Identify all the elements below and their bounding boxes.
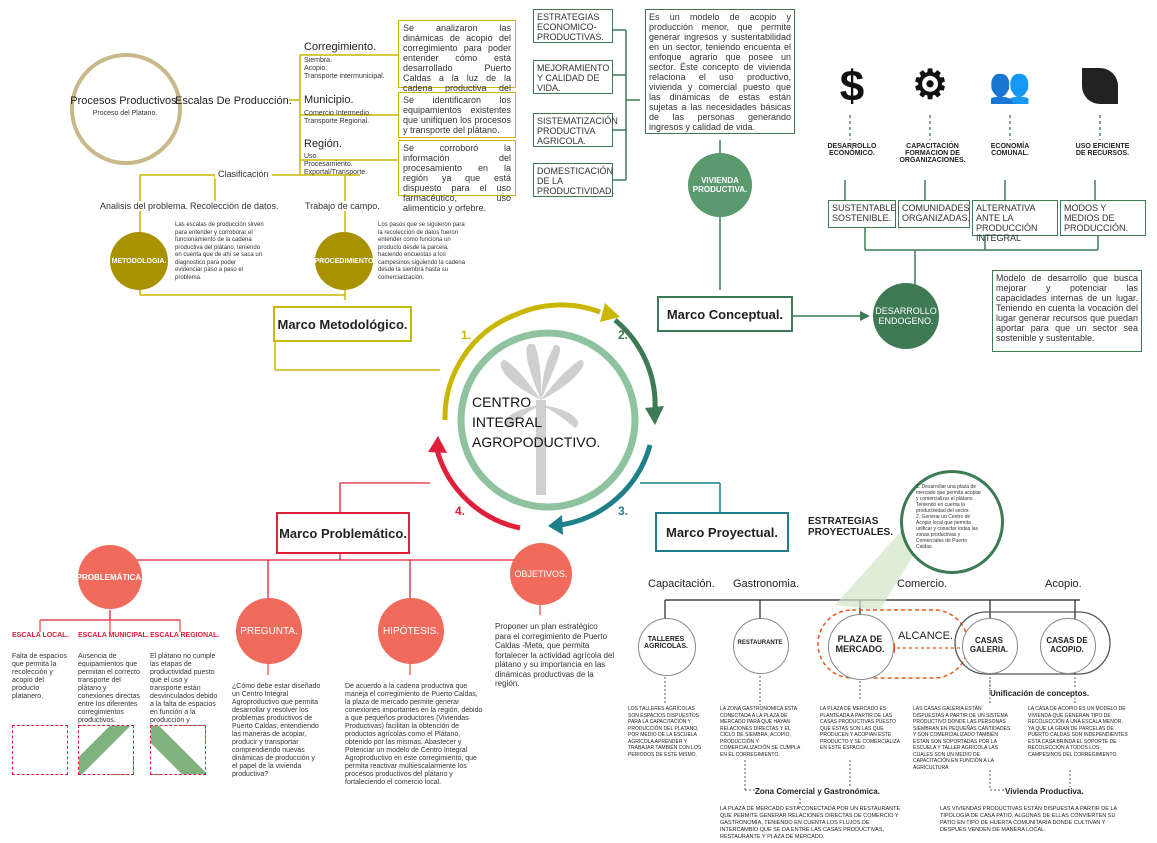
cat-comercio: Comercio. <box>897 578 948 590</box>
escalas-title: Escalas De Producción. <box>175 95 292 107</box>
vivienda-desc: Es un modelo de acopio y producción meno… <box>645 9 795 134</box>
hipotesis-desc: De acuerdo a la cadena productiva que ma… <box>345 683 483 786</box>
escala-regional: ESCALA REGIONAL. <box>150 632 220 639</box>
people-icon: 👥 <box>988 67 1032 105</box>
regional-map-image <box>150 725 206 775</box>
cycle-number-3: 3. <box>618 504 629 518</box>
vivienda-productiva-label: Vivienda Productiva. <box>1005 787 1084 796</box>
center-title-line1: CENTRO <box>472 394 532 410</box>
node-restaurante: RESTAURANTE <box>737 640 783 646</box>
escala-local-desc: Falta de espacios que permita la recolec… <box>12 653 67 700</box>
region-desc: Se corroboró la información del procesam… <box>398 140 516 213</box>
zona-label: Zona Comercial y Gastronómica. <box>755 787 880 796</box>
unificacion-label: Unificación de conceptos. <box>990 689 1090 698</box>
municipio-items: Comercio Intermedio. Transporte Regional… <box>304 110 371 125</box>
objetivos-desc: Proponer un plan estratégico para el cor… <box>495 622 615 688</box>
marco-problematico[interactable]: Marco Problemático. <box>276 512 410 554</box>
marco-metodologico[interactable]: Marco Metodológico. <box>273 306 412 342</box>
cat-gastronomia: Gastronomia. <box>733 578 800 590</box>
metodologia-circle: METODOLOGIA. <box>110 232 168 290</box>
icon-label-4: USO EFICIENTE DE RECURSOS. <box>1075 143 1130 157</box>
node-talleres: TALLERES AGRÍCOLAS. <box>644 636 688 650</box>
escala-municipal-desc: Ausencia de equipamientos que permitan e… <box>78 653 140 724</box>
municipal-map-image <box>78 725 134 775</box>
gears-icon: ⚙ <box>912 63 948 107</box>
cycle-number-1: 1. <box>461 328 472 342</box>
strategy-bubble-text: 1. Desarrollar una plaza de mercado que … <box>916 484 982 550</box>
node-plaza: PLAZA DE MERCADO. <box>835 634 885 654</box>
endogeno-circle: DESARROLLO ENDOGENO. <box>873 283 939 349</box>
procedimiento-desc: Los pasos que se siguieron para la recol… <box>378 222 466 281</box>
escala-local: ESCALA LOCAL. <box>12 632 69 639</box>
cat-capacitacion: Capacitación. <box>648 578 715 590</box>
alcance-label: ALCANCE. <box>898 630 954 642</box>
cat-acopio: Acopio. <box>1045 578 1082 590</box>
marco-proyectual[interactable]: Marco Proyectual. <box>655 512 789 552</box>
hipotesis-circle: HIPÓTESIS. <box>378 598 444 664</box>
estrategias-proyectuales: ESTRATEGIAS PROYECTUALES. <box>808 516 894 538</box>
estrategia-mejoramiento: MEJORAMIENTO Y CALIDAD DE VIDA. <box>533 60 613 94</box>
corregimiento-title: Corregimiento. <box>304 41 377 53</box>
node-desc-plaza: LA PLAZA DE MERCADO ES PLANTEADA A PARTI… <box>820 706 900 751</box>
strategy-bubble <box>900 470 1004 574</box>
metodologia-desc: Las escalas de producción sirven para en… <box>175 222 264 281</box>
endogeno-desc: Modelo de desarrollo que busca mejorar y… <box>992 270 1142 352</box>
node-desc-galeria: LAS CASAS GALERIA ESTÁN DISPUESTAS A PAR… <box>913 706 1011 771</box>
node-galeria: CASAS GALERIA. <box>969 636 1009 654</box>
center-title-line2: INTEGRAL <box>472 414 543 430</box>
municipio-desc: Se identificaron los equipamientos exist… <box>398 92 516 138</box>
cycle-number-2: 2. <box>618 328 629 342</box>
node-talleres-circle <box>638 618 696 676</box>
icon-label-2: CAPACITACIÓN FORMACION DE ORGANIZACIONES… <box>899 143 966 164</box>
municipio-title: Municipio. <box>304 94 354 106</box>
clasificacion-label: Clasificación <box>215 169 272 179</box>
node-desc-acopio: LA CASA DE ACOPIO ES UN MODELO DE VIVIEN… <box>1028 706 1128 758</box>
node-galeria-circle <box>962 618 1018 674</box>
estrategia-economico: ESTRATEGIAS ECONOMICO-PRODUCTIVAS. <box>533 9 613 43</box>
vivienda-circle: VIVIENDA PRODUCTIVA. <box>688 153 752 217</box>
zona-desc: LA PLAZA DE MERCADO ESTÁ CONECTADA POR U… <box>720 806 901 840</box>
icon-label-1: DESARROLLO ECONÓMICO. <box>827 143 877 157</box>
node-plaza-circle <box>828 614 894 680</box>
procesos-title: Procesos Productivos. <box>70 95 180 107</box>
node-desc-restaurante: LA ZONA GASTRONOMICA ESTA CONECTADA A LA… <box>720 706 801 758</box>
objetivos-circle: OBJETIVOS. <box>510 543 572 605</box>
comunidades-box: COMUNIDADES ORGANIZADAS. <box>898 200 970 228</box>
procedimiento-circle: PROCEDIMIENTO <box>315 232 374 290</box>
alternativa-box: ALTERNATIVA ANTE LA PRODUCCIÓN INTEGRAL <box>972 200 1058 243</box>
leaf-icon <box>1082 68 1118 104</box>
recoleccion-label: Recolección de datos. <box>190 201 279 211</box>
sustentable-box: SUSTENTABLE SOSTENIBLE. <box>828 200 896 228</box>
procesos-circle <box>70 53 182 165</box>
palm-tree-silhouette <box>500 343 584 495</box>
modos-box: MODOS Y MEDIOS DE PRODUCCIÓN. <box>1060 200 1146 236</box>
pregunta-circle: PREGUNTA. <box>236 598 302 664</box>
node-acopio: CASAS DE ACOPIO. <box>1046 636 1088 654</box>
node-acopio-circle <box>1040 618 1096 674</box>
problematica-circle: PROBLEMÁTICA. <box>77 545 143 609</box>
node-restaurante-circle <box>733 618 789 674</box>
estrategia-sistematizacion: SISTEMATIZACIÓN PRODUCTIVA AGRICOLA. <box>533 113 618 147</box>
vivienda-productiva-desc: LAS VIVIENDAS PRODUCTIVAS ESTÁN DISPUEST… <box>940 806 1117 833</box>
pregunta-desc: ¿Cómo debe estar diseñado un Centro Inte… <box>232 683 321 778</box>
corregimiento-items: Siembra. Acopio. Transporte intermunicip… <box>304 57 385 80</box>
marco-conceptual[interactable]: Marco Conceptual. <box>657 296 793 332</box>
center-title: CENTRO INTEGRAL AGROPODUCTIVO. <box>472 392 600 452</box>
trabajo-label: Trabajo de campo. <box>305 201 380 211</box>
estrategia-domesticacion: DOMESTICACIÓN DE LA PRODUCTIVIDAD. <box>533 163 614 197</box>
node-desc-talleres: LOS TALLERES AGRÍCOLAS SON ESPACIOS DISP… <box>628 706 702 758</box>
dollar-icon: $ <box>839 62 865 111</box>
escala-municipal: ESCALA MUNICIPAL. <box>78 632 149 639</box>
corregimiento-desc: Se analizaron las dinámicas de acopio de… <box>398 20 516 103</box>
analisis-label: Analisis del problema. <box>100 201 189 211</box>
region-title: Región. <box>304 138 342 150</box>
cycle-number-4: 4. <box>455 504 466 518</box>
escala-regional-desc: El plátano no cumple las etapas de produ… <box>150 653 218 732</box>
procesos-subtitle: Proceso del Platano. <box>92 110 158 117</box>
region-items: Uso. Procesamiento. Exportal/Transporte. <box>304 153 368 176</box>
icon-label-3: ECONOMÍA COMUNAL. <box>990 143 1030 157</box>
center-title-line3: AGROPODUCTIVO. <box>472 434 601 450</box>
local-placeholder-image <box>12 725 68 775</box>
